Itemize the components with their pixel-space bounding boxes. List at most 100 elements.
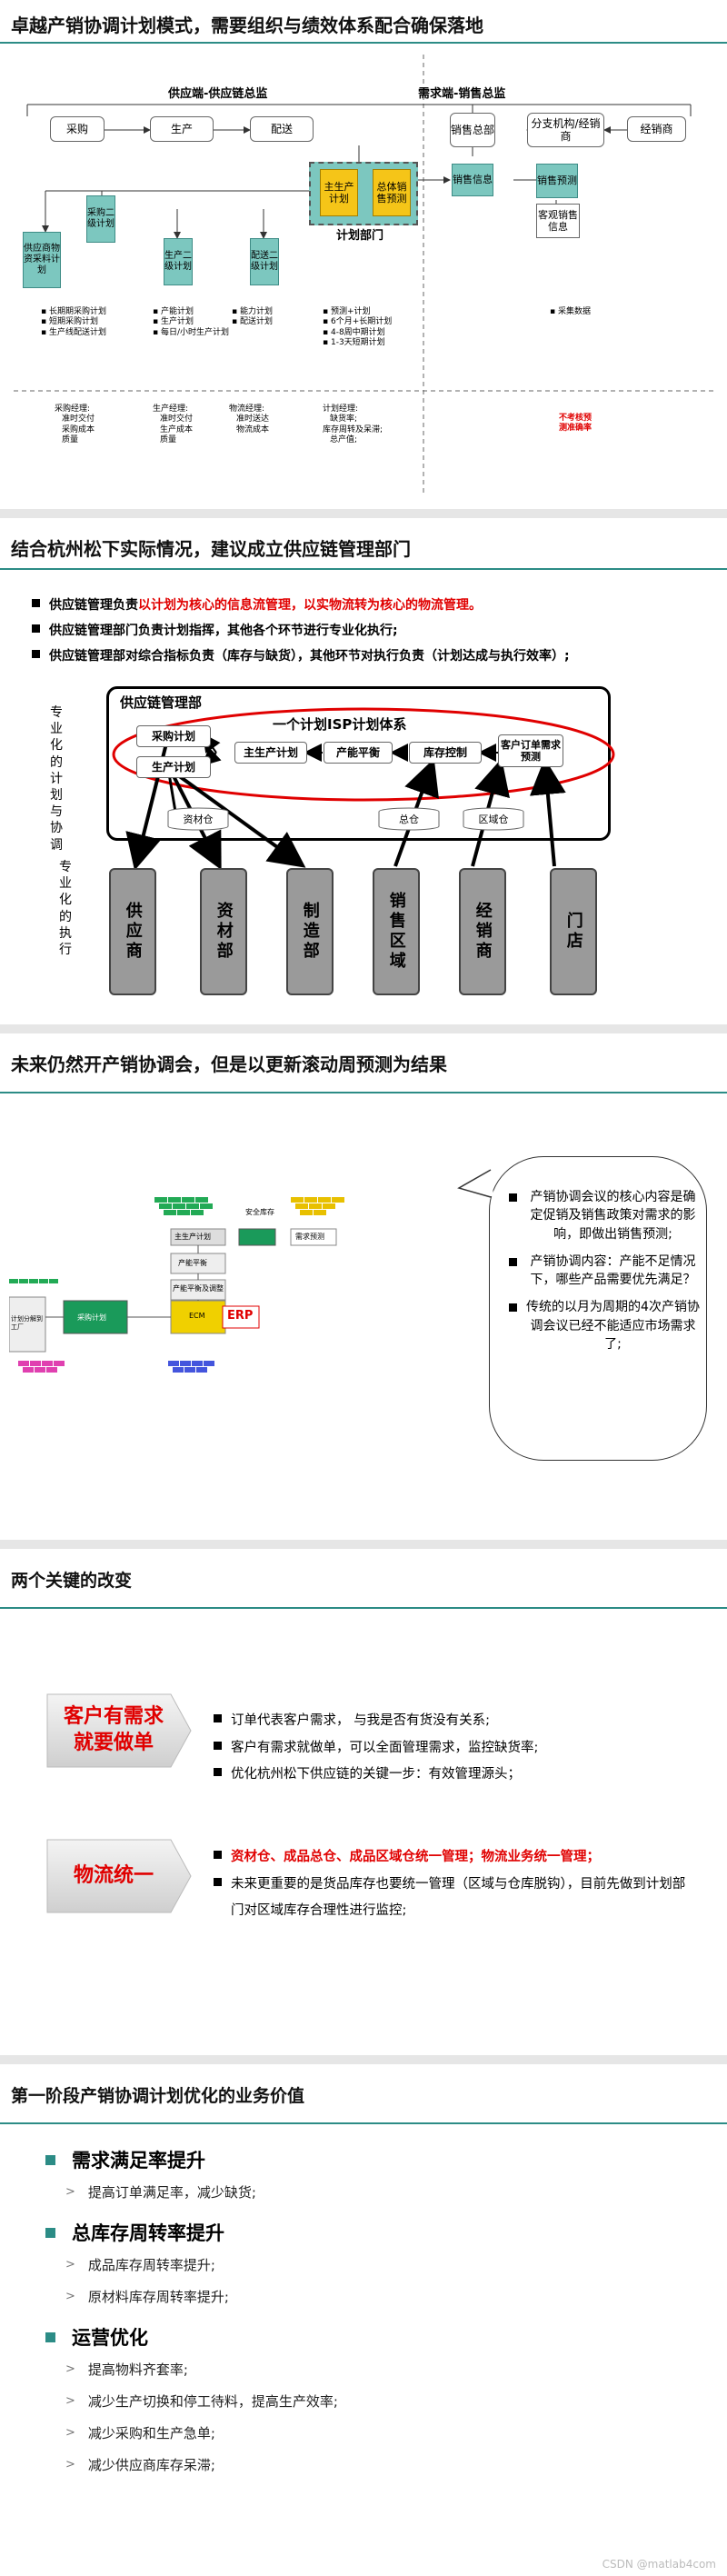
exec-label: 销售区域 [386, 892, 406, 972]
col1-item: ▪ 生产线配送计划 [41, 328, 106, 338]
col1-item: ▪ 短期采购计划 [41, 317, 106, 327]
section-head-inventory: 总库存周转率提升 [45, 2219, 224, 2246]
overall-sales-forecast: 总体销售预测 [373, 169, 411, 216]
slide-3: 未来仍然开产销协调会，但是以更新滚动周预测为结果 安全库存 主生产计划 需求 [0, 1033, 727, 1540]
list-item: 订单代表客户需求， 与我是否有货没有关系; [214, 1708, 538, 1735]
callout-bullet: 传统的以月为周期的4次产销协调会议已经不能适应市场需求了; [509, 1298, 700, 1353]
col4-item: ▪ 预测+计划 [323, 307, 392, 317]
slide-1: 卓越产销协调计划模式，需要组织与绩效体系配合确保落地 供应端-供应链总监 需求端… [0, 0, 727, 509]
tag-logistics-unified: 物流统一 [55, 1844, 173, 1908]
exec-label: 经销商 [473, 902, 493, 962]
col1: ▪ 长期期采购计划 ▪ 短期采购计划 ▪ 生产线配送计划 [41, 307, 106, 338]
col5: ▪ 采集数据 [550, 307, 591, 317]
slide-2: 结合杭州松下实际情况，建议成立供应链管理部门 供应链管理负责以计划为核心的信息流… [0, 518, 727, 1024]
kpi-plan: 计划经理: 缺货率; 库存周转及呆滞; 总产值; [323, 404, 383, 445]
callout-bullet-text: 产销协调会议的核心内容是确定促销及销售政策对需求的影响，即做出销售预测; [526, 1188, 700, 1243]
section-item: >减少生产切换和停工待料，提高生产效率; [65, 2391, 338, 2411]
list-order-demand: 订单代表客户需求， 与我是否有货没有关系; 客户有需求就做单，可以全面管理需求，… [214, 1708, 538, 1789]
plan-box-master: 主生产计划 [234, 742, 307, 764]
col4-item: ▪ 1-3天短期计划 [323, 338, 392, 348]
sub-box-production: 生产二级计划 [164, 238, 193, 285]
col4-item: ▪ 4-8周中期计划 [323, 328, 392, 338]
flow-procure: 采购 [50, 116, 105, 142]
section-head-text: 需求满足率提升 [72, 2146, 205, 2173]
supply-header: 供应端-供应链总监 [168, 87, 267, 103]
section-bullet [45, 2155, 55, 2165]
kpi-line: 库存周转及呆滞; [323, 425, 383, 435]
exec-supplier: 供应商 [109, 868, 156, 995]
section-item: > 提高物料齐套率; [65, 2360, 188, 2379]
col4-item: ▪ 6个月+长期计划 [323, 317, 392, 327]
callout-bullet: 产销协调会议的核心内容是确定促销及销售政策对需求的影响，即做出销售预测; [509, 1188, 700, 1243]
demand-header: 需求端-销售总监 [418, 87, 505, 103]
col2: ▪ 产能计划 ▪ 生产计划 ▪ 每日/小时生产计划 [153, 307, 229, 338]
callout-bullets: 产销协调会议的核心内容是确定促销及销售政策对需求的影响，即做出销售预测; 产销协… [509, 1188, 700, 1353]
col4: ▪ 预测+计划 ▪ 6个月+长期计划 ▪ 4-8周中期计划 ▪ 1-3天短期计划 [323, 307, 392, 348]
flow-sales-hq: 销售总部 [450, 113, 495, 147]
plan-box-capacity: 产能平衡 [324, 742, 393, 764]
list-item-text: 客户有需求就做单，可以全面管理需求，监控缺货率; [231, 1735, 538, 1762]
list-item: 未来更重要的是货品库存也要统一管理（区域与仓库脱钩），目前先做到计划部门对区域库… [214, 1872, 686, 1925]
section-item: >成品库存周转率提升; [65, 2255, 215, 2274]
chevron-right-icon: > [65, 2185, 75, 2199]
kpi-line: 采购成本 [55, 425, 95, 435]
flow-production: 生产 [150, 116, 214, 142]
section-item-text: 成品库存周转率提升; [88, 2255, 215, 2274]
section-item-text: 减少生产切换和停工待料，提高生产效率; [88, 2391, 338, 2411]
flow-branch: 分支机构/经销商 [527, 113, 604, 147]
section-item: > 减少供应商库存呆滞; [65, 2455, 215, 2474]
list-item-text: 优化杭州松下供应链的关键一步：有效管理源头； [231, 1762, 521, 1789]
plan-box-inventory: 库存控制 [409, 742, 482, 764]
section-item-text: 减少供应商库存呆滞; [88, 2455, 215, 2474]
kpi-line: 生产成本 [153, 425, 193, 435]
slide-4: 两个关键的改变 客户有需求就要做单 物流统一 订单代表客户需求， 与我是否有货没… [0, 1549, 727, 2055]
title-rule [0, 2122, 727, 2124]
isp-title: 一个计划ISP计划体系 [273, 716, 406, 734]
col1-item: ▪ 长期期采购计划 [41, 307, 106, 317]
plan-dept-label: 计划部门 [336, 229, 383, 245]
exec-manufacturing: 制造部 [286, 868, 334, 995]
cylinder-label: 区域仓 [479, 812, 509, 826]
exec-store: 门店 [550, 868, 597, 995]
section-head-operations: 运营优化 [45, 2323, 148, 2351]
sales-info: 销售信息 [452, 164, 493, 196]
callout-bullet: 产销协调内容：产能不足情况下，哪些产品需要优先满足？ [509, 1253, 700, 1290]
section-head-text: 总库存周转率提升 [72, 2219, 224, 2246]
section-item-text: 提高物料齐套率; [88, 2360, 188, 2379]
col3-item: ▪ 能力计划 [232, 307, 273, 317]
callout-bullet-text: 产销协调内容：产能不足情况下，哪些产品需要优先满足？ [526, 1253, 700, 1290]
customer-info: 客观销售信息 [536, 204, 580, 238]
kpi-production: 生产经理: 准时交付 生产成本 质量 [153, 404, 193, 445]
cylinder-material: 资材仓 [166, 807, 230, 831]
section-head-demand: 需求满足率提升 [45, 2146, 205, 2173]
kpi-line: 测准确率 [559, 424, 592, 434]
flow-distribution: 配送 [250, 116, 314, 142]
kpi-line: 物流成本 [229, 425, 269, 435]
col2-item: ▪ 每日/小时生产计划 [153, 328, 229, 338]
kpi-line: 质量 [153, 435, 193, 445]
sub-box-supplier: 供应商物资采料计划 [23, 232, 61, 288]
col3: ▪ 能力计划 ▪ 配送计划 [232, 307, 273, 328]
section-item: >原材料库存周转率提升; [65, 2287, 229, 2306]
section-bullet [45, 2332, 55, 2342]
slide-4-tags [0, 1549, 727, 2055]
plan-box-procure: 采购计划 [136, 725, 211, 747]
chevron-right-icon: > [65, 2458, 75, 2471]
section-item-text: 提高订单满足率，减少缺货; [88, 2182, 256, 2202]
list-item-text: 未来更重要的是货品库存也要统一管理（区域与仓库脱钩），目前先做到计划部门对区域库… [231, 1872, 686, 1925]
exec-label: 供应商 [123, 902, 143, 962]
kpi-procure: 采购经理: 准时交付 采购成本 质量 [55, 404, 95, 445]
watermark: CSDN @matlab4com [603, 2558, 716, 2571]
list-item-text: 订单代表客户需求， 与我是否有货没有关系; [231, 1708, 490, 1735]
col2-item: ▪ 生产计划 [153, 317, 229, 327]
chevron-right-icon: > [65, 2362, 75, 2376]
kpi-line: 采购经理: [55, 404, 95, 414]
exec-label: 门店 [563, 912, 583, 952]
kpi-logistics: 物流经理: 准时送达 物流成本 [229, 404, 269, 435]
kpi-line: 缺货率; [323, 414, 383, 424]
section-item: > 提高订单满足率，减少缺货; [65, 2182, 256, 2202]
kpi-line: 准时交付 [153, 414, 193, 424]
section-item-text: 减少采购和生产急单; [88, 2423, 215, 2442]
kpi-line: 生产经理: [153, 404, 193, 414]
flow-dealer: 经销商 [627, 116, 686, 142]
